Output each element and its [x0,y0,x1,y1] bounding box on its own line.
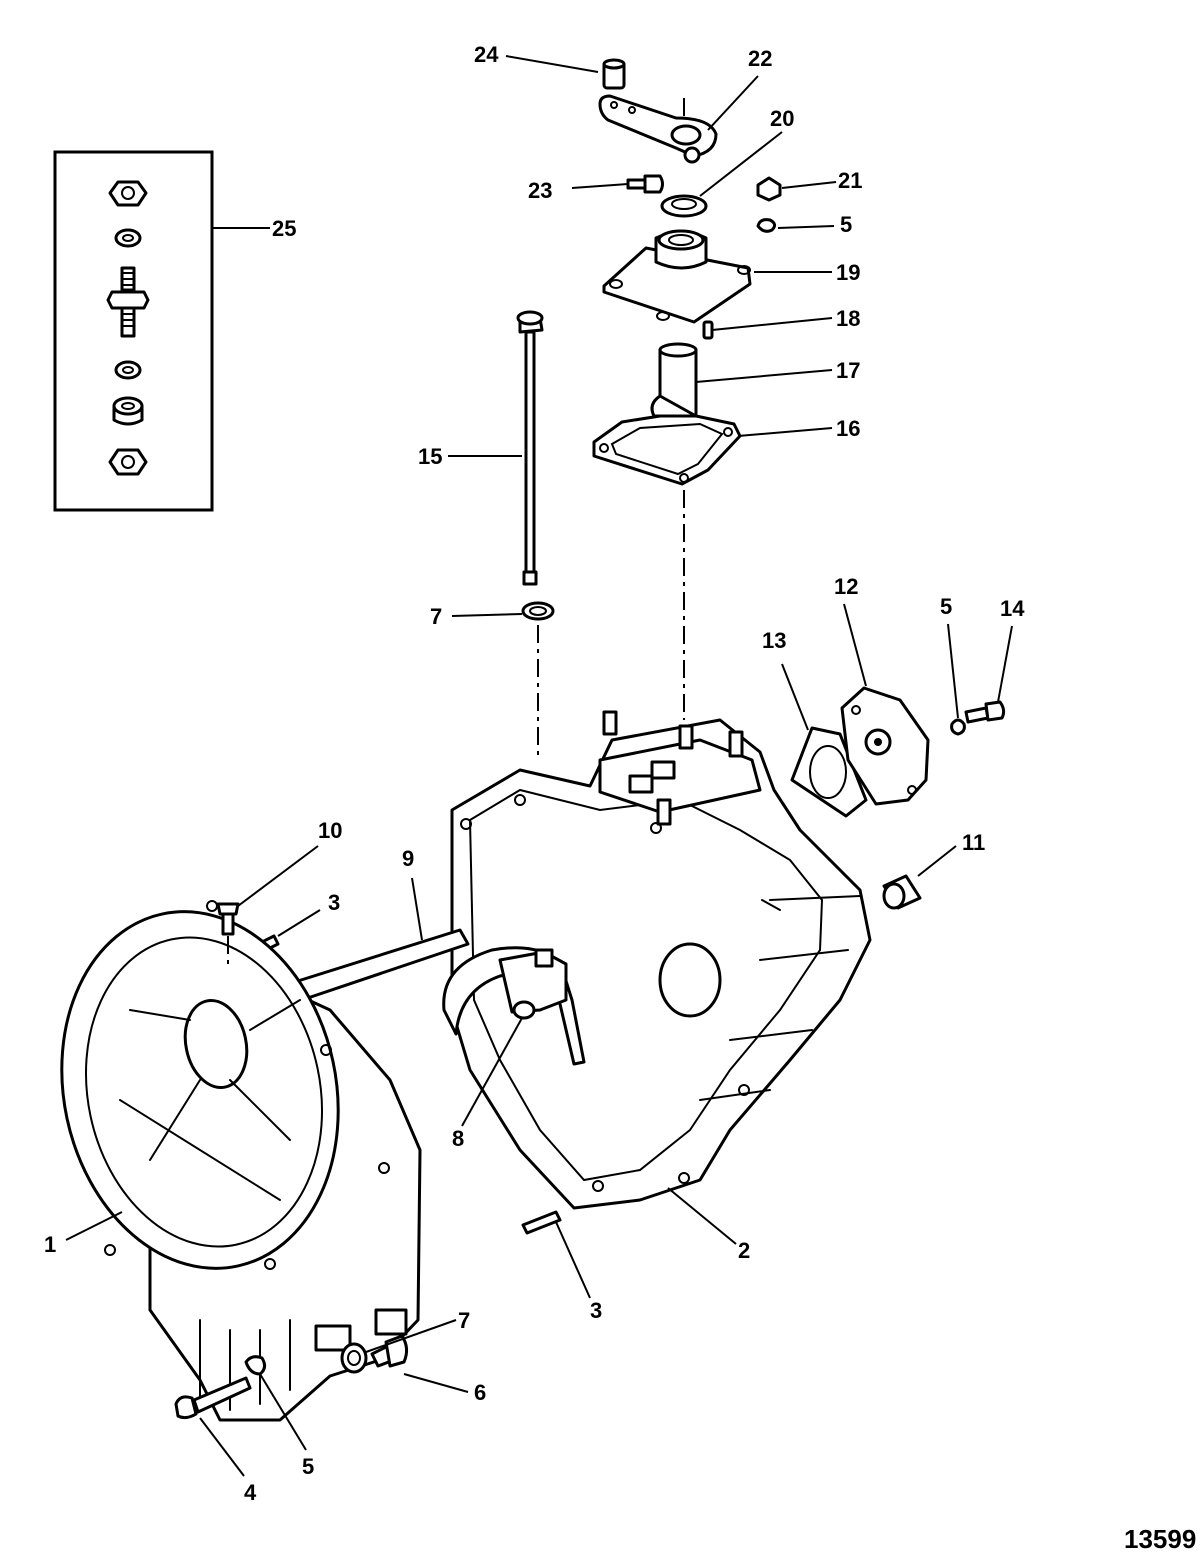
callout-16: 16 [836,416,860,441]
adapter-housing-1 [60,900,422,1422]
callout-9: 9 [402,846,414,871]
bushing-20 [660,194,708,218]
callout-14: 14 [1000,596,1025,621]
kit-stud [106,266,150,338]
kit-hex-nut-bottom [108,448,148,476]
callout-21: 21 [838,168,862,193]
callout-7-top: 7 [430,604,442,629]
callout-3-upper: 3 [328,890,340,915]
kit-spacer [112,396,144,426]
shift-fork-8 [442,946,586,1066]
callout-15: 15 [418,444,442,469]
lockwasher-5-side [950,718,966,736]
lockwasher-5-bottom [244,1355,267,1376]
callout-25: 25 [272,216,296,241]
callout-22: 22 [748,46,772,71]
cover-19 [602,229,752,324]
hardware-kit-inset [53,150,214,512]
bolt-4 [174,1376,252,1420]
neutral-switch-12 [840,686,930,806]
callout-19: 19 [836,260,860,285]
kit-washer-bottom [114,360,142,380]
callout-12: 12 [834,574,858,599]
gasket-16 [592,414,742,486]
figure-number: 13599 [1124,1524,1196,1554]
callout-2: 2 [738,1238,750,1263]
callout-5-side: 5 [940,594,952,619]
shift-lever-22 [598,94,718,164]
callout-8: 8 [452,1126,464,1151]
callout-5-top: 5 [840,212,852,237]
shaft-17 [650,342,698,418]
callout-13: 13 [762,628,786,653]
screw-10 [216,902,240,936]
callout-5-bottom: 5 [302,1454,314,1479]
callout-24: 24 [474,42,499,67]
sleeve-24 [602,58,626,90]
callout-labels: 24 22 20 23 21 5 25 19 18 17 16 15 7 13 … [44,42,1025,1505]
dowel-pin-3-lower [521,1210,562,1235]
callout-23: 23 [528,178,552,203]
callout-3-lower: 3 [590,1298,602,1323]
dipstick-15 [516,310,544,586]
screw-14 [964,700,1006,724]
callout-20: 20 [770,106,794,131]
transmission-housing-2 [450,710,872,1210]
pin-18 [702,320,714,340]
kit-washer-top [114,228,142,248]
plug-11 [882,874,922,910]
leader-lines [65,55,1013,1477]
screw-23 [626,174,664,194]
callout-18: 18 [836,306,860,331]
lockwasher-5-top [756,218,777,233]
washer-7-bottom [340,1342,368,1374]
o-ring-7-top [521,601,555,621]
callout-6: 6 [474,1380,486,1405]
callout-1: 1 [44,1232,56,1257]
callout-10: 10 [318,818,342,843]
callout-17: 17 [836,358,860,383]
nut-21 [756,176,782,202]
callout-4: 4 [244,1480,257,1505]
kit-hex-nut-top [108,180,148,207]
callout-11: 11 [962,830,985,855]
callout-7-bottom: 7 [458,1308,470,1333]
